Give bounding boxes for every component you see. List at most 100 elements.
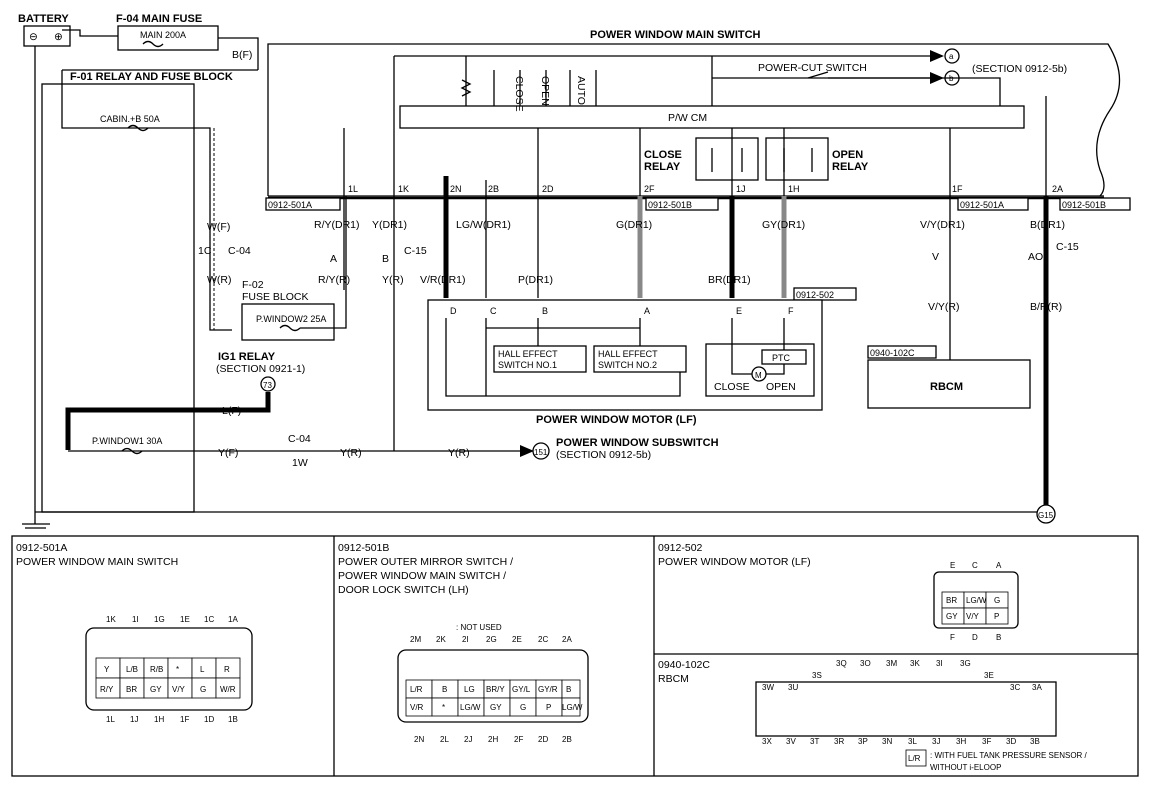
motor-pin-b: B — [542, 306, 548, 316]
p4-bot-10: 3F — [982, 737, 991, 746]
power-window-section: (SECTION 0912-5b) — [972, 63, 1067, 75]
p4-top-1: 3Q — [836, 659, 847, 668]
p2-bot-1: 2N — [414, 735, 424, 744]
pin-2b: 2B — [488, 184, 499, 194]
p4-bot-7: 3L — [908, 737, 917, 746]
p2-r2-c4: GY — [490, 703, 502, 712]
panel2-cells: L/R B LG BR/Y GY/L GY/R B V/R * LG/W GY … — [405, 679, 583, 717]
panel4-name: RBCM — [658, 673, 689, 685]
panel1-code: 0912-501A — [16, 542, 67, 554]
pin-1k: 1K — [398, 184, 409, 194]
relay-contacts — [711, 148, 813, 172]
c501b-mid-box — [645, 197, 719, 211]
panel2-name: POWER OUTER MIRROR SWITCH / — [338, 556, 513, 568]
open-relay-box — [765, 137, 829, 181]
wire-gy-dr1: GY(DR1) — [762, 219, 805, 231]
pin-2a: 2A — [1052, 184, 1063, 194]
c15-label: C-15 — [404, 245, 427, 257]
p1-r2-c5: G — [200, 685, 206, 694]
fuse-block-value: P.WINDOW2 25A — [256, 314, 326, 324]
motor-open: OPEN — [766, 381, 796, 393]
p3-top-1: E — [950, 561, 955, 570]
pin-2f: 2F — [644, 184, 655, 194]
panel4-connector — [755, 681, 1057, 737]
panel1-name: POWER WINDOW MAIN SWITCH — [16, 556, 178, 568]
pin-1w: 1W — [292, 457, 308, 469]
panel2-bottom-pins: 2N 2L 2J 2H 2F 2D 2B — [414, 735, 572, 744]
subswitch-ref: 151 — [534, 448, 548, 457]
p3-r1-c3: G — [994, 596, 1000, 605]
wire-yr2-label: Y(R) — [340, 447, 362, 459]
c04-label: C-04 — [228, 245, 251, 257]
wire-y-dr1: Y(DR1) — [372, 219, 407, 231]
c502-box — [793, 287, 857, 301]
p4-top-3: 3M — [886, 659, 897, 668]
c501b-right-box — [1059, 197, 1131, 211]
c15b-label: C-15 — [1056, 241, 1079, 253]
ground-g15-circle — [1036, 504, 1056, 524]
c501a-left-box — [265, 197, 341, 211]
panel1-cells: Y L/B R/B * L R R/Y BR GY V/Y G W/R — [95, 657, 241, 699]
c102c-box — [867, 345, 937, 359]
switch-contacts — [465, 56, 597, 106]
ref-a-label: a — [949, 52, 954, 61]
p3-r2-c3: P — [994, 612, 999, 621]
wire-ry-dr1: R/Y(DR1) — [314, 219, 360, 231]
c501b-right: 0912-501B — [1062, 200, 1106, 210]
switch-close: CLOSE — [513, 76, 525, 112]
p1-bot-1: 1L — [106, 715, 115, 724]
fuse-block-label: FUSE BLOCK — [242, 291, 309, 303]
p1-top-3: 1G — [154, 615, 165, 624]
subswitch-arrow — [520, 445, 534, 457]
c102c-label: 0940-102C — [870, 348, 915, 358]
p2-bot-4: 2H — [488, 735, 498, 744]
c501a-right: 0912-501A — [960, 200, 1004, 210]
panel-dividers — [333, 536, 1138, 776]
p2-r2-c5: G — [520, 703, 526, 712]
panel4-note-2: WITHOUT i-ELOOP — [930, 763, 1001, 772]
rbcm-box — [867, 359, 1031, 409]
p1-r1-c2: L/B — [126, 665, 138, 674]
p2-top-3: 2I — [462, 635, 469, 644]
pin-v: V — [932, 251, 939, 263]
panel3-top-pins: E C A — [950, 561, 1002, 570]
p1-top-5: 1C — [204, 615, 214, 624]
panel2-name-3: DOOR LOCK SWITCH (LH) — [338, 584, 469, 596]
ig1-relay-label: IG1 RELAY — [218, 351, 276, 363]
p4-bot-2: 3V — [786, 737, 796, 746]
p4-top-2: 3O — [860, 659, 871, 668]
wire-p-dr1: P(DR1) — [518, 274, 553, 286]
cabin-fuse-label: CABIN.+B 50A — [100, 114, 160, 124]
p2-top-5: 2E — [512, 635, 522, 644]
close-relay-label-1: CLOSE — [644, 149, 682, 161]
wire-wf-label: W(F) — [207, 221, 230, 233]
p3-r1-c2: LG/W — [966, 596, 987, 605]
main-switch-title: POWER WINDOW MAIN SWITCH — [590, 29, 761, 41]
ground-symbol — [22, 523, 50, 529]
p2-bot-7: 2B — [562, 735, 572, 744]
main-switch-outline — [267, 43, 1121, 197]
p4-top-r1: 3E — [984, 671, 994, 680]
p3-top-2: C — [972, 561, 978, 570]
battery-plus: ⊕ — [54, 31, 63, 43]
pw1-fuse-label: P.WINDOW1 30A — [92, 436, 162, 446]
p1-top-6: 1A — [228, 615, 238, 624]
hall1-label-1: HALL EFFECT — [498, 349, 558, 359]
p2-r2-c6: P — [546, 703, 551, 712]
wire-battery-plus — [62, 29, 118, 37]
pwcm-label: P/W CM — [668, 112, 707, 124]
wire-wr-label: W(R) — [207, 274, 232, 286]
pin-ao: AO — [1028, 251, 1043, 263]
panel1-top-pins: 1K 1I 1G 1E 1C 1A — [106, 615, 238, 624]
main-fuse-box — [117, 25, 219, 51]
panel2-top-pins: 2M 2K 2I 2G 2E 2C 2A — [410, 635, 572, 644]
motor-pin-d: D — [450, 306, 457, 316]
wire-g-dr1: G(DR1) — [616, 219, 652, 231]
p3-r2-c2: V/Y — [966, 612, 980, 621]
subswitch-ref-circle — [532, 442, 550, 460]
rbcm-label: RBCM — [930, 381, 963, 393]
motor-leads — [731, 318, 785, 375]
p2-r1-c6: GY/R — [538, 685, 558, 694]
c501a-left: 0912-501A — [268, 200, 312, 210]
